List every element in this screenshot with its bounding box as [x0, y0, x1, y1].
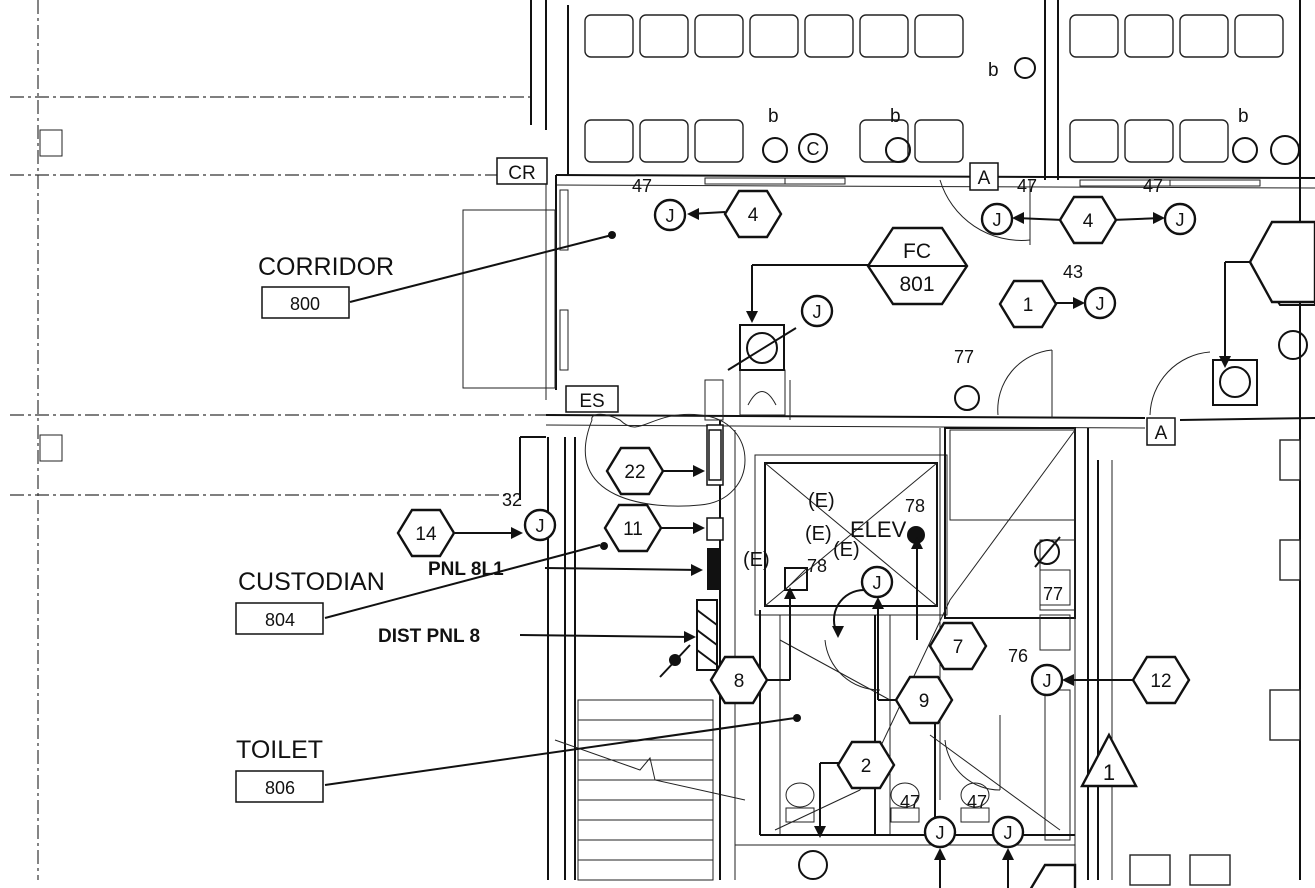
fc-tag-number: 801 — [899, 273, 934, 296]
keynote-4b: 4 — [1083, 211, 1094, 232]
junction-box-8: J — [1043, 671, 1052, 691]
junction-box-6: J — [536, 516, 545, 536]
circuit-47-b: 47 — [1017, 176, 1037, 196]
keynote-8: 8 — [734, 671, 745, 692]
circuit-numbers: b b b b C 47 47 47 43 77 32 78 78 77 76 … — [502, 60, 1249, 812]
existing-tag-3: (E) — [833, 539, 860, 561]
callouts: PNL 8L1 DIST PNL 8 ELEV (E) (E) (E) (E) — [378, 490, 907, 647]
junction-box-7: J — [873, 573, 882, 593]
circuit-47-e: 47 — [967, 792, 987, 812]
letter-b-1: b — [768, 106, 779, 127]
keynote-hex-11 — [603, 503, 663, 553]
junction-box-9: J — [936, 823, 945, 843]
door-tag-a-top: A — [978, 168, 991, 189]
keynote-hex-1 — [998, 279, 1058, 329]
keynote-4a: 4 — [748, 205, 759, 226]
keynote-2: 2 — [861, 756, 872, 777]
elevator-label: ELEV — [850, 517, 907, 542]
seating — [584, 14, 1301, 886]
junction-boxes: J J J J J J J J J J — [523, 198, 1197, 849]
keynote-hex-22 — [605, 446, 665, 496]
door-tag-a-bottom: A — [1155, 423, 1168, 444]
circuit-47-c: 47 — [1143, 176, 1163, 196]
keynote-hex-2 — [836, 740, 896, 790]
keynote-hex-7 — [928, 621, 988, 671]
dist-panel-8-label: DIST PNL 8 — [378, 626, 480, 647]
room-tags: CORRIDOR 800 CUSTODIAN 804 TOILET 806 — [235, 253, 394, 803]
keynote-9: 9 — [919, 691, 930, 712]
existing-tag-1: (E) — [808, 490, 835, 512]
keynote-14: 14 — [415, 524, 437, 545]
junction-box-4: J — [813, 302, 822, 322]
toilet-fixtures — [785, 782, 990, 823]
room-number-custodian: 804 — [265, 610, 295, 630]
junction-box-3: J — [1176, 210, 1185, 230]
letter-b-3: b — [988, 60, 999, 81]
arrowheads — [511, 208, 1231, 860]
wiring — [324, 211, 1250, 888]
keynote-hexagons: 4 4 1 22 11 14 8 7 9 2 12 — [396, 189, 1315, 790]
keynote-1: 1 — [1023, 295, 1034, 316]
es-tag: ES — [579, 391, 604, 412]
room-number-corridor: 800 — [290, 294, 320, 314]
revision-delta: 1 — [1103, 760, 1115, 785]
keynote-22: 22 — [624, 462, 645, 483]
keynote-hex-14 — [396, 508, 456, 558]
room-number-toilet: 806 — [265, 778, 295, 798]
letter-b-2: b — [890, 106, 901, 127]
circuit-76: 76 — [1008, 646, 1028, 666]
keynote-7: 7 — [953, 637, 964, 658]
junction-box-1: J — [666, 206, 675, 226]
fc-tag-label: FC — [903, 240, 931, 263]
room-name-toilet: TOILET — [236, 736, 323, 764]
letter-c: C — [807, 139, 820, 159]
letter-b-4: b — [1238, 106, 1249, 127]
circuit-77-a: 77 — [954, 347, 974, 367]
room-name-custodian: CUSTODIAN — [238, 568, 385, 596]
room-name-corridor: CORRIDOR — [258, 253, 394, 281]
circuit-47-d: 47 — [900, 792, 920, 812]
boxed-tags: CR ES A A FC 801 1 — [496, 157, 1176, 788]
junction-box-5: J — [1096, 294, 1105, 314]
reference-lines — [10, 0, 560, 880]
existing-tag-4: (E) — [743, 549, 770, 571]
circuit-78-b: 78 — [807, 556, 827, 576]
circuit-78-a: 78 — [905, 496, 925, 516]
panel-8l1-label: PNL 8L1 — [428, 559, 504, 580]
keynote-hex-partial — [1248, 220, 1315, 304]
circuit-77-b: 77 — [1043, 584, 1063, 604]
keynote-12: 12 — [1150, 671, 1171, 692]
equipment — [600, 57, 1315, 888]
circuit-47-a: 47 — [632, 176, 652, 196]
keynote-hex-8 — [709, 655, 769, 705]
keynote-hex-4b — [1058, 195, 1118, 245]
junction-box-2: J — [993, 210, 1002, 230]
keynote-hex-4a — [723, 189, 783, 239]
circuit-32: 32 — [502, 490, 522, 510]
cr-tag: CR — [508, 163, 535, 184]
junction-box-10: J — [1004, 823, 1013, 843]
keynote-hex-9 — [894, 675, 954, 725]
circuit-43: 43 — [1063, 262, 1083, 282]
keynote-hex-12 — [1131, 655, 1191, 705]
keynote-11: 11 — [623, 519, 643, 540]
existing-tag-2: (E) — [805, 523, 832, 545]
